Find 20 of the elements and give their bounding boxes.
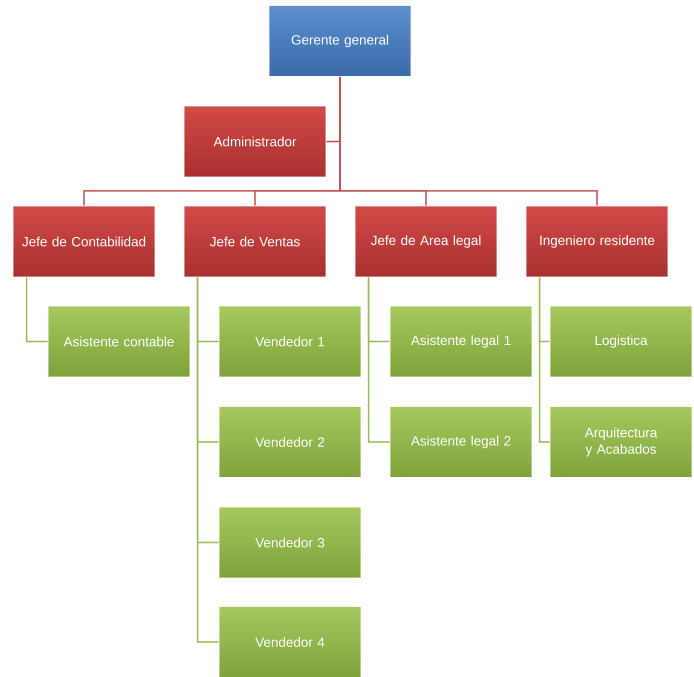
node-box: Asistente legal 2 (390, 406, 532, 478)
connector-line (26, 277, 48, 342)
connector-line (339, 76, 598, 206)
node-box: Vendedor 1 (218, 306, 362, 378)
node-box: Jefe de Area legal (354, 206, 498, 278)
node-box: Jefe de Ventas (184, 206, 326, 278)
node-box: Vendedor 2 (218, 406, 362, 478)
node-box: Administrador (184, 106, 326, 178)
node-box: Gerente general (268, 5, 412, 77)
node-box: Vendedor 3 (218, 506, 362, 578)
node-box: Ingeniero residente (526, 206, 668, 278)
node-box: Logistica (550, 306, 692, 378)
connector-line (368, 277, 390, 443)
node-box: Jefe de Contabilidad (12, 206, 156, 278)
node-box: Asistente legal 1 (390, 306, 532, 378)
connector-line (538, 277, 550, 443)
node-box: Arquitectura y Acabados (550, 406, 692, 478)
node-box: Vendedor 4 (218, 606, 362, 677)
node-box: Asistente contable (48, 306, 190, 378)
connector-line (196, 277, 219, 643)
